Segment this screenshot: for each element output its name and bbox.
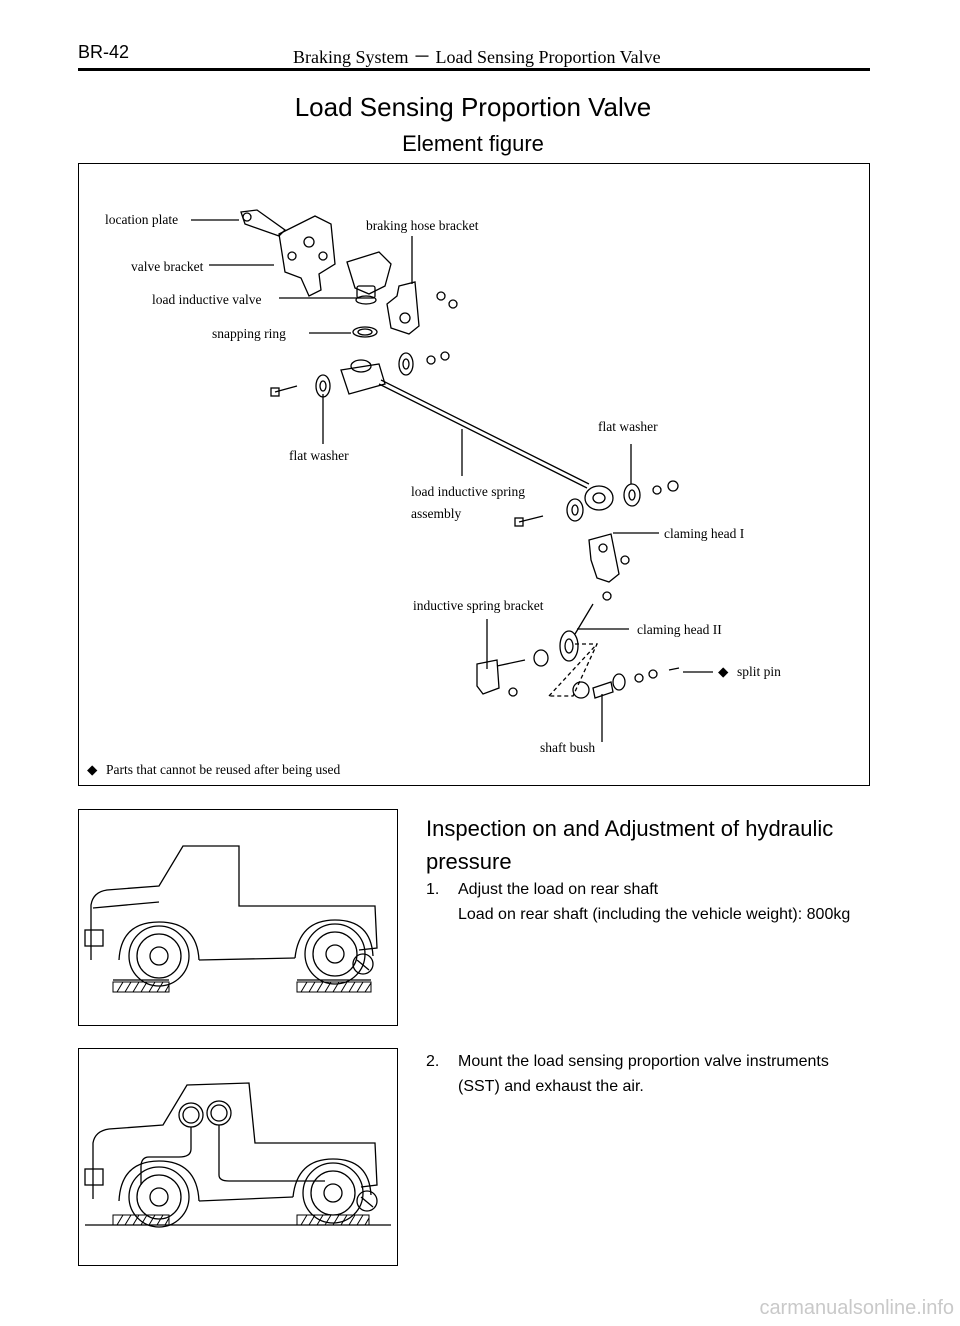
label-braking-hose-bracket: braking hose bracket — [366, 218, 479, 233]
label-spring-assembly-2: assembly — [411, 506, 461, 521]
label-claming-head-2: claming head II — [637, 622, 722, 637]
label-spring-assembly: load inductive spring — [411, 484, 525, 499]
label-flat-washer-left: flat washer — [289, 448, 349, 463]
label-location-plate: location plate — [105, 212, 178, 227]
truck-instrument-illustration — [78, 1048, 398, 1266]
exploded-parts-diagram: location plate braking hose bracket valv… — [87, 209, 781, 777]
legend-marker: ◆ — [87, 762, 98, 777]
page-number: BR-42 — [78, 42, 130, 62]
element-figure: location plate braking hose bracket valv… — [78, 163, 870, 786]
watermark: carmanualsonline.info — [759, 1297, 954, 1319]
label-claming-head-1: claming head I — [664, 526, 745, 541]
truck-drawing — [84, 845, 378, 993]
figure-subtitle: Element figure — [402, 131, 544, 156]
truck-gauges-drawing — [84, 1082, 391, 1228]
step-2-text: Mount the load sensing proportion valve … — [458, 1053, 829, 1070]
label-snapping-ring: snapping ring — [212, 326, 286, 341]
running-title: Braking System － Load Sensing Proportion… — [293, 47, 661, 67]
section-title: Inspection on and Adjustment of hydrauli… — [426, 816, 834, 874]
page-title: Load Sensing Proportion Valve — [294, 92, 652, 122]
split-pin-marker: ◆ — [718, 664, 729, 679]
label-split-pin: split pin — [737, 664, 781, 679]
step-1-detail: Load on rear shaft (including the vehicl… — [458, 906, 851, 923]
label-valve-bracket: valve bracket — [131, 259, 204, 274]
step-1-number: 1. — [426, 881, 440, 898]
label-shaft-bush: shaft bush — [540, 740, 595, 755]
step-2-number: 2. — [426, 1053, 440, 1070]
step-2-text-continued: (SST) and exhaust the air. — [458, 1078, 644, 1095]
truck-load-illustration — [78, 809, 398, 1026]
label-load-inductive-valve: load inductive valve — [152, 292, 261, 307]
legend-text: Parts that cannot be reused after being … — [106, 762, 341, 777]
label-flat-washer-right: flat washer — [598, 419, 658, 434]
header-rule — [78, 68, 870, 71]
label-inductive-spring-bracket: inductive spring bracket — [413, 598, 544, 613]
step-1-text: Adjust the load on rear shaft — [458, 881, 659, 898]
